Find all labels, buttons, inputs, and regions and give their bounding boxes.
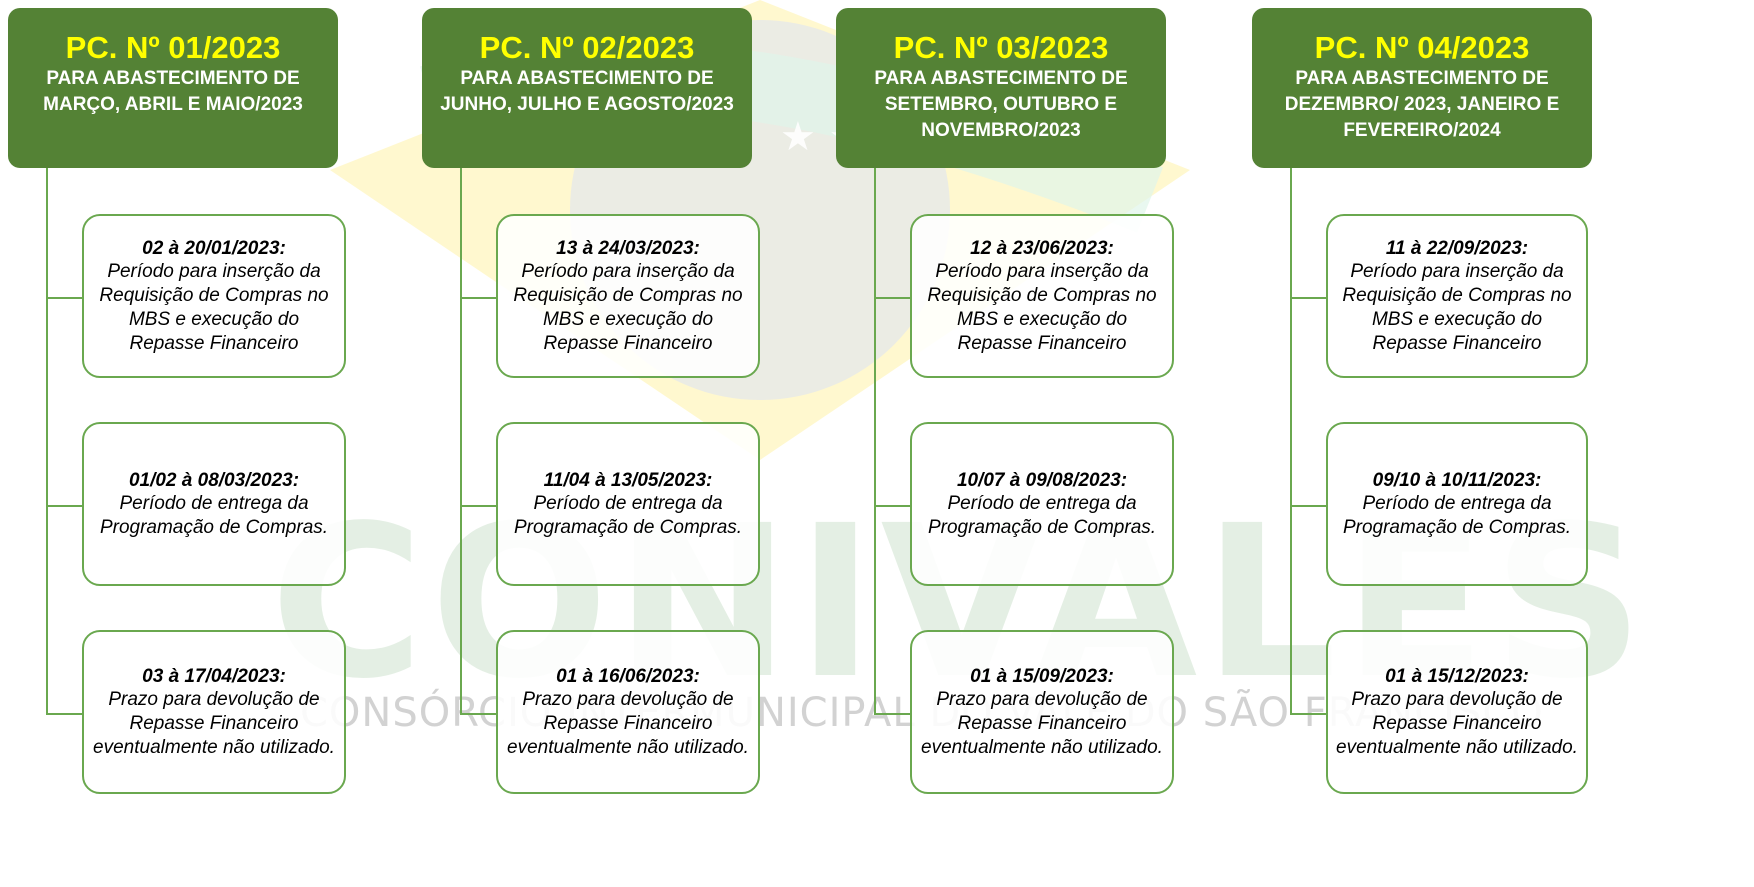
card-date: 01 à 15/09/2023: [970,665,1114,687]
timeline-card: 02 à 20/01/2023: Período para inserção d… [82,214,346,378]
card-text: Prazo para devolução de Repasse Financei… [93,688,335,758]
card-text: Período para inserção da Requisição de C… [927,260,1157,354]
connector-branch [46,505,82,507]
column-header: PC. Nº 04/2023 PARA ABASTECIMENTO DE DEZ… [1252,8,1592,168]
connector-branch [874,713,910,715]
card-date: 13 à 24/03/2023: [556,237,700,259]
connector-vertical [1290,168,1292,714]
card-text: Período para inserção da Requisição de C… [99,260,329,354]
timeline-card: 01 à 15/09/2023: Prazo para devolução de… [910,630,1174,794]
card-text: Período de entrega da Programação de Com… [99,492,329,538]
header-code: PC. Nº 04/2023 [1314,30,1530,65]
connector-branch [874,505,910,507]
card-text: Período de entrega da Programação de Com… [513,492,743,538]
card-date: 12 à 23/06/2023: [970,237,1114,259]
card-date: 01/02 à 08/03/2023: [128,469,300,491]
connector-branch [46,713,82,715]
connector-branch [1290,297,1326,299]
connector-branch [460,297,496,299]
connector-branch [460,505,496,507]
timeline-card: 10/07 à 09/08/2023: Período de entrega d… [910,422,1174,586]
column-header: PC. Nº 02/2023 PARA ABASTECIMENTO DE JUN… [422,8,752,168]
card-date: 01 à 16/06/2023: [556,665,700,687]
card-date: 10/07 à 09/08/2023: [956,469,1128,491]
connector-vertical [874,168,876,714]
card-date: 02 à 20/01/2023: [142,237,286,259]
card-date: 01 à 15/12/2023: [1385,665,1529,687]
connector-branch [46,297,82,299]
timeline-card: 11 à 22/09/2023: Período para inserção d… [1326,214,1588,378]
timeline-card: 12 à 23/06/2023: Período para inserção d… [910,214,1174,378]
timeline-card: 13 à 24/03/2023: Período para inserção d… [496,214,760,378]
header-code: PC. Nº 01/2023 [65,30,281,65]
card-text: Período de entrega da Programação de Com… [1342,492,1572,538]
column-header: PC. Nº 01/2023 PARA ABASTECIMENTO DE MAR… [8,8,338,168]
header-description: PARA ABASTECIMENTO DE MARÇO, ABRIL E MAI… [43,68,303,115]
connector-vertical [460,168,462,714]
card-text: Período de entrega da Programação de Com… [927,492,1157,538]
connector-vertical [46,168,48,714]
timeline-card: 09/10 à 10/11/2023: Período de entrega d… [1326,422,1588,586]
card-date: 03 à 17/04/2023: [142,665,286,687]
card-text: Prazo para devolução de Repasse Financei… [507,688,749,758]
timeline-card: 01/02 à 08/03/2023: Período de entrega d… [82,422,346,586]
timeline-card: 03 à 17/04/2023: Prazo para devolução de… [82,630,346,794]
timeline-card: 01 à 16/06/2023: Prazo para devolução de… [496,630,760,794]
card-date: 11/04 à 13/05/2023: [543,469,713,491]
card-text: Prazo para devolução de Repasse Financei… [921,688,1163,758]
card-text: Período para inserção da Requisição de C… [1342,260,1572,354]
header-code: PC. Nº 03/2023 [893,30,1109,65]
header-description: PARA ABASTECIMENTO DE SETEMBRO, OUTUBRO … [874,68,1128,141]
card-text: Prazo para devolução de Repasse Financei… [1336,688,1578,758]
connector-branch [874,297,910,299]
card-date: 09/10 à 10/11/2023: [1372,469,1542,491]
connector-branch [1290,505,1326,507]
header-description: PARA ABASTECIMENTO DE DEZEMBRO/ 2023, JA… [1284,68,1560,141]
timeline-card: 01 à 15/12/2023: Prazo para devolução de… [1326,630,1588,794]
connector-branch [1290,713,1326,715]
header-code: PC. Nº 02/2023 [479,30,695,65]
card-text: Período para inserção da Requisição de C… [513,260,743,354]
column-header: PC. Nº 03/2023 PARA ABASTECIMENTO DE SET… [836,8,1166,168]
header-description: PARA ABASTECIMENTO DE JUNHO, JULHO E AGO… [440,68,734,115]
connector-branch [460,713,496,715]
timeline-card: 11/04 à 13/05/2023: Período de entrega d… [496,422,760,586]
card-date: 11 à 22/09/2023: [1385,237,1529,259]
